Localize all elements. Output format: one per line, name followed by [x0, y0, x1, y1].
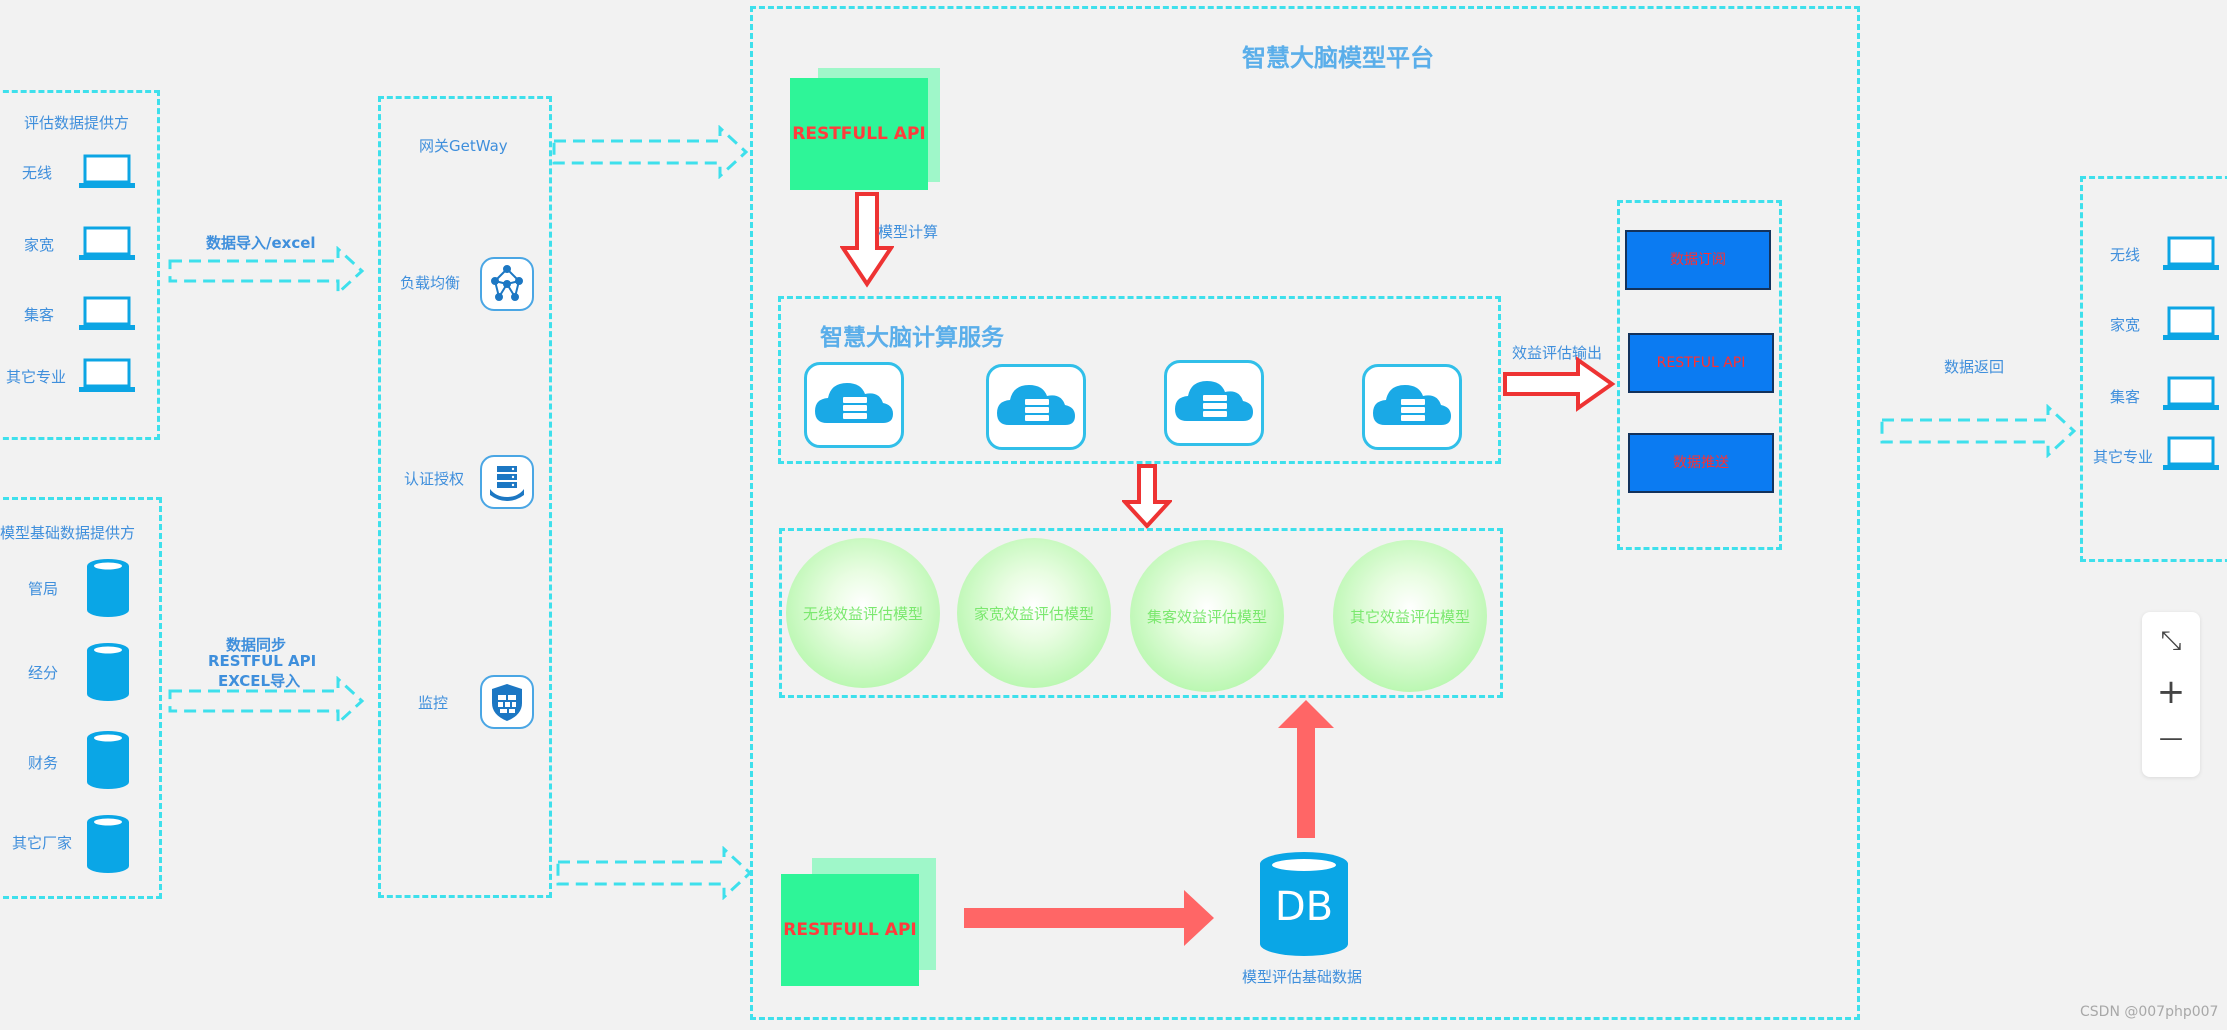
provider-label-home: 家宽	[24, 236, 55, 254]
gateway-item-auth: 认证授权	[404, 470, 465, 488]
db-label: DB	[1274, 884, 1334, 930]
top-restfull-api-block: RESTFULL API	[790, 78, 928, 190]
gateway-item-load-balance: 负载均衡	[400, 274, 461, 292]
red-hollow-arrow-right	[1503, 356, 1616, 412]
model-sphere-group: 集客效益评估模型	[1130, 540, 1284, 692]
database-icon	[87, 643, 129, 701]
zoom-controls: ⤡ + —	[2142, 612, 2200, 777]
cloud-server-icon	[1373, 385, 1451, 425]
base-provider-label-vendor: 其它厂家	[12, 834, 73, 852]
provider-label-group: 集客	[24, 306, 55, 324]
base-provider-label-bureau: 管局	[28, 580, 59, 598]
cloud-server-card	[804, 362, 904, 448]
evaluation-data-provider-box	[0, 90, 160, 440]
laptop-icon	[79, 296, 135, 330]
zoom-out-button[interactable]: —	[2159, 724, 2183, 752]
base-data-provider-title: 模型基础数据提供方	[0, 524, 136, 542]
watermark: CSDN @007php007	[2080, 1004, 2219, 1020]
laptop-icon	[2163, 236, 2219, 270]
cloud-server-card	[986, 364, 1086, 450]
gateway-item-monitor: 监控	[418, 694, 449, 712]
dashed-arrow-sync	[168, 676, 365, 726]
base-data-provider-box	[0, 497, 162, 899]
arrow-label-data-return: 数据返回	[1944, 358, 2005, 376]
database-icon	[87, 559, 129, 617]
shield-firewall-icon	[480, 675, 534, 729]
compute-service-title: 智慧大脑计算服务	[820, 325, 1004, 351]
dashed-arrow-gateway-bottom	[556, 846, 753, 900]
laptop-icon	[2163, 306, 2219, 340]
fit-screen-icon[interactable]: ⤡	[2160, 626, 2182, 656]
output-restfull-api-button[interactable]: RESTFUL API	[1628, 333, 1774, 393]
arrow-label-import: 数据导入/excel	[206, 234, 316, 252]
arrow-label-benefit-output: 效益评估输出	[1512, 344, 1603, 362]
consumer-label-home: 家宽	[2110, 316, 2141, 334]
bottom-restfull-api-block: RESTFULL API	[781, 874, 919, 986]
cloud-server-icon	[815, 383, 893, 423]
cloud-server-card	[1362, 364, 1462, 450]
database-icon	[87, 731, 129, 789]
consumer-label-other: 其它专业	[2093, 448, 2154, 466]
consumer-label-group: 集客	[2110, 388, 2141, 406]
model-sphere-wireless: 无线效益评估模型	[786, 538, 940, 688]
arrow-label-sync-2: RESTFUL API	[208, 652, 317, 670]
arrow-label-sync-1: 数据同步	[226, 636, 287, 654]
data-subscribe-button[interactable]: 数据订阅	[1625, 230, 1771, 290]
dashed-arrow-import	[168, 246, 365, 296]
model-sphere-other: 其它效益评估模型	[1333, 540, 1487, 692]
laptop-icon	[2163, 436, 2219, 470]
model-sphere-home: 家宽效益评估模型	[957, 538, 1111, 688]
red-arrow-up	[1278, 700, 1334, 838]
red-hollow-arrow-down	[840, 192, 894, 288]
zoom-in-button[interactable]: +	[2156, 672, 2186, 712]
output-box	[1617, 200, 1782, 550]
base-provider-label-analysis: 经分	[28, 664, 59, 682]
server-auth-icon	[480, 455, 534, 509]
laptop-icon	[79, 154, 135, 188]
cloud-server-icon	[1175, 381, 1253, 421]
base-provider-label-finance: 财务	[28, 754, 59, 772]
arrow-label-sync-3: EXCEL导入	[218, 672, 301, 690]
database-icon	[87, 815, 129, 873]
gateway-box	[378, 96, 552, 898]
dashed-arrow-gateway-top	[552, 125, 749, 179]
laptop-icon	[79, 358, 135, 392]
red-arrow-right	[964, 890, 1214, 946]
platform-box	[750, 6, 1860, 1020]
evaluation-data-provider-title: 评估数据提供方	[24, 114, 130, 132]
red-hollow-arrow-down-small	[1122, 464, 1172, 529]
arrow-label-model-calc: 模型计算	[878, 223, 939, 241]
compute-service-box	[778, 296, 1501, 464]
provider-label-other: 其它专业	[6, 368, 67, 386]
laptop-icon	[79, 226, 135, 260]
cloud-server-icon	[997, 385, 1075, 425]
provider-label-wireless: 无线	[22, 164, 53, 182]
gateway-title: 网关GetWay	[419, 137, 508, 155]
platform-title: 智慧大脑模型平台	[1242, 44, 1434, 72]
cloud-server-card	[1164, 360, 1264, 446]
network-icon	[480, 257, 534, 311]
data-push-button[interactable]: 数据推送	[1628, 433, 1774, 493]
dashed-arrow-data-return	[1880, 404, 2077, 458]
db-cylinder-icon	[1260, 852, 1348, 956]
laptop-icon	[2163, 376, 2219, 410]
models-box	[779, 528, 1503, 698]
consumer-label-wireless: 无线	[2110, 246, 2141, 264]
db-caption: 模型评估基础数据	[1242, 968, 1363, 986]
consumer-box	[2080, 176, 2227, 562]
